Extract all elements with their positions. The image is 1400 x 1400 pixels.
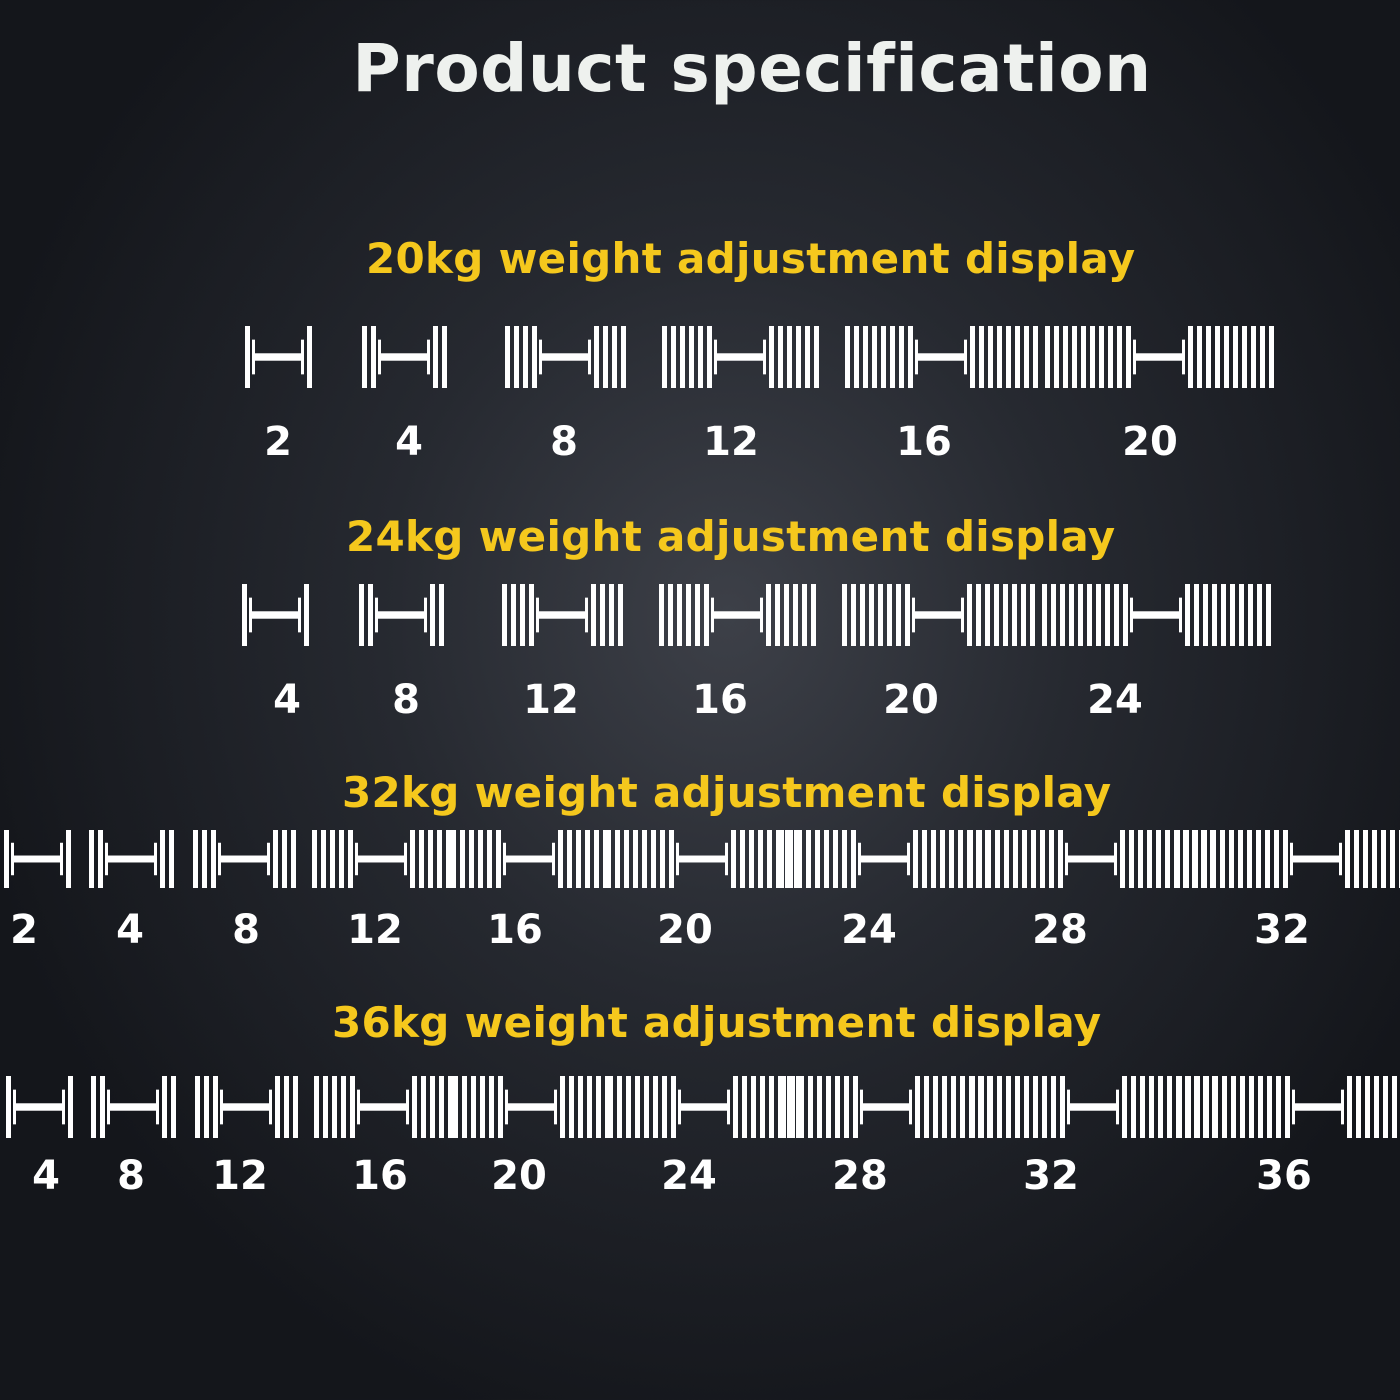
section-title-20kg: 20kg weight adjustment display [366,234,1136,283]
weight-label-20kg-4: 4 [395,419,423,465]
dumbbell-icon [451,830,608,888]
dumbbell-icon [779,830,990,888]
dumbbell-icon [1045,326,1274,388]
weight-label-20kg-8: 8 [550,419,578,465]
weight-label-24kg-12: 12 [523,677,579,723]
dumbbell-icon [606,830,799,888]
dumbbell-icon [314,1076,453,1138]
dumbbell-icon [1042,584,1271,646]
weight-label-24kg-20: 20 [883,677,939,723]
dumbbell-icon [242,584,309,646]
dumbbell-icon [662,326,819,388]
weight-label-36kg-28: 28 [832,1153,888,1199]
dumbbell-icon [195,1076,298,1138]
weight-label-36kg-20: 20 [491,1153,547,1199]
weight-label-32kg-8: 8 [232,907,260,953]
weight-label-36kg-16: 16 [352,1153,408,1199]
weight-label-20kg-2: 2 [264,419,292,465]
weight-label-32kg-28: 28 [1032,907,1088,953]
dumbbell-icon [1175,830,1400,888]
dumbbell-icon [1177,1076,1397,1138]
dumbbell-icon [312,830,451,888]
weight-label-36kg-36: 36 [1256,1153,1312,1199]
dumbbell-icon [91,1076,176,1138]
dumbbell-icon [4,830,71,888]
dumbbell-icon [608,1076,801,1138]
dumbbell-icon [6,1076,73,1138]
weight-label-24kg-24: 24 [1087,677,1143,723]
dumbbell-icon [842,584,1035,646]
weight-label-36kg-12: 12 [212,1153,268,1199]
dumbbell-icon [505,326,626,388]
weight-label-32kg-20: 20 [657,907,713,953]
weight-label-32kg-32: 32 [1254,907,1310,953]
section-title-36kg: 36kg weight adjustment display [332,998,1102,1047]
weight-label-36kg-32: 32 [1023,1153,1079,1199]
weight-label-20kg-12: 12 [703,419,759,465]
dumbbell-icon [359,584,444,646]
section-title-32kg: 32kg weight adjustment display [342,768,1112,817]
weight-label-20kg-16: 16 [896,419,952,465]
dumbbell-icon [193,830,296,888]
weight-label-32kg-12: 12 [347,907,403,953]
weight-label-24kg-16: 16 [692,677,748,723]
dumbbell-icon [89,830,174,888]
page-title: Product specification [352,30,1152,107]
weight-label-36kg-8: 8 [117,1153,145,1199]
section-title-24kg: 24kg weight adjustment display [346,512,1116,561]
dumbbell-icon [453,1076,610,1138]
dumbbell-icon [659,584,816,646]
dumbbell-icon [502,584,623,646]
weight-label-32kg-2: 2 [10,907,38,953]
weight-label-32kg-4: 4 [116,907,144,953]
weight-label-32kg-24: 24 [841,907,897,953]
dumbbell-icon [845,326,1038,388]
weight-label-20kg-20: 20 [1122,419,1178,465]
dumbbell-icon [781,1076,992,1138]
weight-label-36kg-4: 4 [32,1153,60,1199]
weight-label-36kg-24: 24 [661,1153,717,1199]
dumbbell-icon [362,326,447,388]
weight-label-24kg-8: 8 [392,677,420,723]
weight-label-32kg-16: 16 [487,907,543,953]
weight-label-24kg-4: 4 [273,677,301,723]
dumbbell-icon [245,326,312,388]
